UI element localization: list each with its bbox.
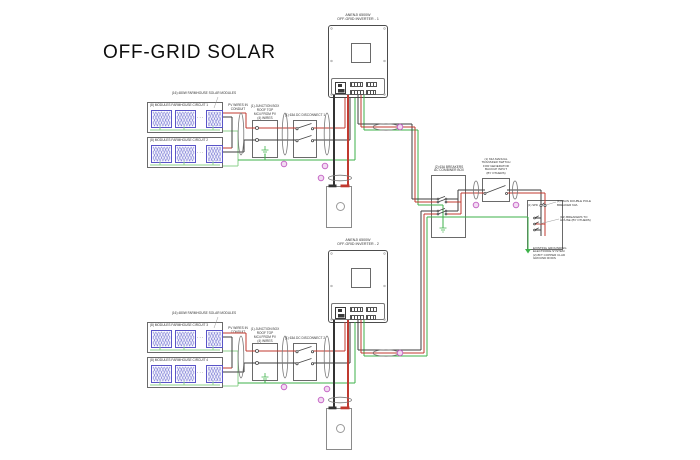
dc-disconnect-label-2: (1) 63A DC DISCONNECT 2 [284, 336, 326, 340]
inverter1-label: ANENJI 6500W OFF-GRID INVERTER - 1 [337, 13, 379, 22]
junction-box-1 [252, 120, 278, 158]
solar-panel [151, 145, 172, 163]
solar-panel [175, 110, 196, 128]
panel-ellipsis: ··· [197, 370, 204, 375]
modules-note-1: (16) 480W FARMHOUSE SOLAR MODULES [171, 91, 237, 95]
main-breaker-note: (1) MAIN DOUBLE POLE BREAKER 63A [557, 199, 592, 207]
dc-disconnect-box-1 [293, 120, 317, 158]
panel-ellipsis: ··· [197, 115, 204, 120]
junction-label-2: (1) JUNCTION BOX ROOF TOP MC4 FROM PV (4… [250, 327, 280, 343]
solar-panel [206, 365, 223, 383]
terminal-block [366, 82, 377, 87]
battery-logo-icon [335, 423, 345, 433]
circuit1-label: (8) MODULES FARMHOUSE CIRCUIT 1 [150, 103, 209, 107]
terminal-block [366, 314, 376, 320]
inverter1-display [351, 43, 371, 63]
solar-panel [151, 110, 172, 128]
pv-array-circuit1-box: (8) MODULES FARMHOUSE CIRCUIT 1 ··· [147, 102, 223, 133]
junction-label-1: (1) JUNCTION BOX ROOF TOP MC4 FROM PV (4… [250, 104, 280, 120]
pv-array-circuit4-box: (8) MODULES FARMHOUSE CIRCUIT 4 ··· [147, 357, 223, 388]
port-panel [335, 81, 346, 94]
page-title: OFF-GRID SOLAR [103, 42, 276, 63]
load-center-box [527, 200, 563, 250]
dc-disconnect-box-2 [293, 343, 317, 381]
dc-disconnect-label-1: (1) 63A DC DISCONNECT 1 [284, 113, 326, 117]
circuit3-label: (8) MODULES FARMHOUSE CIRCUIT 3 [150, 323, 209, 327]
terminal-block [350, 89, 364, 95]
ac-combiner-box [431, 175, 466, 238]
circuit4-label: (8) MODULES FARMHOUSE CIRCUIT 4 [150, 358, 209, 362]
pv-array-circuit2-box: (8) MODULES FARMHOUSE CIRCUIT 2 ··· [147, 137, 223, 168]
transfer-switch-box [482, 178, 510, 202]
battery1 [326, 186, 352, 228]
panel-ellipsis: ··· [197, 335, 204, 340]
port-panel [335, 306, 346, 319]
inverter2-ports [331, 303, 385, 320]
grounding-note: EXISTING GROUNDING ELECTRODE SYSTEM (2) … [533, 245, 567, 261]
branch-breaker-note: (12) BREAKERS TO HOUSE (BY OTHERS) [560, 214, 591, 223]
terminal-block [366, 307, 377, 312]
spd-label: (1) SPD [528, 203, 538, 207]
pv-array-circuit3-box: (8) MODULES FARMHOUSE CIRCUIT 3 ··· [147, 322, 223, 353]
junction-box-2 [252, 343, 278, 381]
modules-note-2: (16) 480W FARMHOUSE SOLAR MODULES [171, 311, 237, 315]
conduit-note-2: PV WIRES IN CONDUIT [228, 326, 248, 334]
ac-combiner-label: (2) 63A BREAKERS AC COMBINER BOX [433, 164, 465, 173]
battery2 [326, 408, 352, 450]
conduit-note-1: PV WIRES IN CONDUIT [228, 103, 248, 111]
solar-panel [151, 365, 172, 383]
inverter1-ports [331, 78, 385, 95]
terminal-block [366, 89, 376, 95]
terminal-block [350, 82, 363, 87]
circuit2-label: (8) MODULES FARMHOUSE CIRCUIT 2 [150, 138, 209, 142]
battery-logo-icon [335, 201, 345, 211]
transfer-switch-label: (1) 63A MANUAL TRANSFER SWITCH FOR GENER… [481, 156, 511, 175]
solar-panel [206, 145, 223, 163]
solar-panel [175, 330, 196, 348]
terminal-block [350, 314, 364, 320]
solar-panel [206, 330, 223, 348]
terminal-block [350, 307, 363, 312]
solar-panel [151, 330, 172, 348]
inverter2-label: ANENJI 6500W OFF-GRID INVERTER - 2 [337, 238, 379, 247]
solar-panel [175, 365, 196, 383]
solar-panel [206, 110, 223, 128]
inverter2-display [351, 268, 371, 288]
panel-ellipsis: ··· [197, 150, 204, 155]
solar-panel [175, 145, 196, 163]
